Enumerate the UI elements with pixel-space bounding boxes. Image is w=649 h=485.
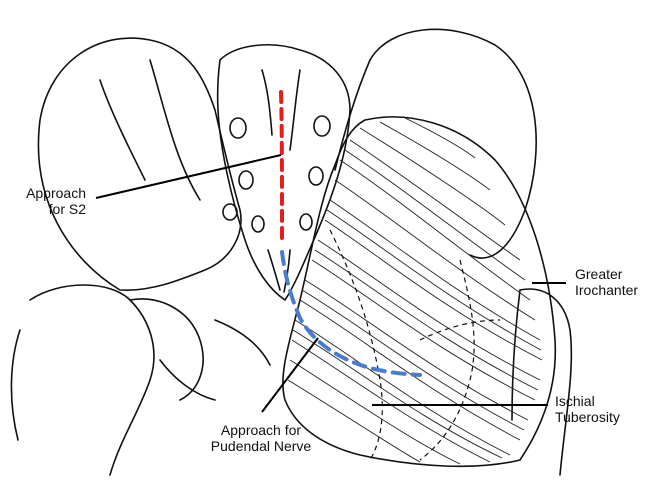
ischial-tuberosity-label: Ischial Tuberosity [555, 393, 620, 425]
greater-trochanter-label: Greater Irochanter [575, 266, 638, 298]
approach-pudendal-label: Approach for Pudendal Nerve [196, 422, 326, 454]
pudendal-leader-line [262, 338, 318, 412]
left-iliac-wing [38, 38, 241, 290]
left-femur [30, 285, 154, 475]
approach-s2-label: Approach for S2 [8, 185, 86, 217]
s2-approach-path [281, 92, 282, 240]
